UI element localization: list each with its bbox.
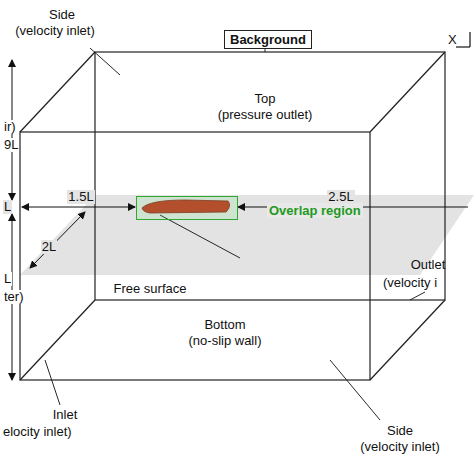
dimension-label: 1.5L — [67, 190, 94, 204]
axis-label: X — [448, 33, 457, 47]
boundary-label: Outlet — [411, 258, 446, 272]
fluid-label: ir) — [3, 120, 17, 134]
domain-box — [20, 52, 445, 380]
boundary-label: Side — [387, 424, 413, 438]
box-label: Background — [230, 32, 306, 47]
boundary-label: Inlet — [53, 408, 78, 422]
overlap-region-box: Overlap region — [136, 196, 238, 220]
dimension-line — [22, 207, 135, 208]
boundary-label: (velocity i — [383, 276, 437, 290]
boundary-label: (velocity inlet) — [360, 440, 439, 454]
boundary-label: Side — [49, 8, 75, 22]
dimension-label: 2.5L — [327, 190, 354, 204]
boundary-label: Bottom — [204, 318, 245, 332]
background-box: Background — [224, 30, 312, 49]
region-label: Overlap region — [267, 203, 363, 218]
free-surface-plane — [20, 195, 474, 275]
boundary-label: (velocity inlet) — [15, 24, 94, 38]
dimension-label: 9L — [3, 138, 19, 152]
boundary-label: elocity inlet) — [3, 425, 72, 439]
dimension-line — [30, 212, 85, 268]
dimension-label: 2L — [41, 240, 57, 254]
dimension-label: L — [3, 272, 12, 286]
fluid-label: ter) — [3, 290, 25, 304]
surface-label: Free surface — [114, 282, 187, 296]
boundary-label: (no-slip wall) — [189, 334, 262, 348]
leader-lines — [45, 46, 425, 420]
dimension-label: L — [3, 200, 12, 214]
boundary-label: Top — [255, 92, 276, 106]
boundary-label: (pressure outlet) — [218, 108, 313, 122]
axis — [456, 32, 470, 47]
